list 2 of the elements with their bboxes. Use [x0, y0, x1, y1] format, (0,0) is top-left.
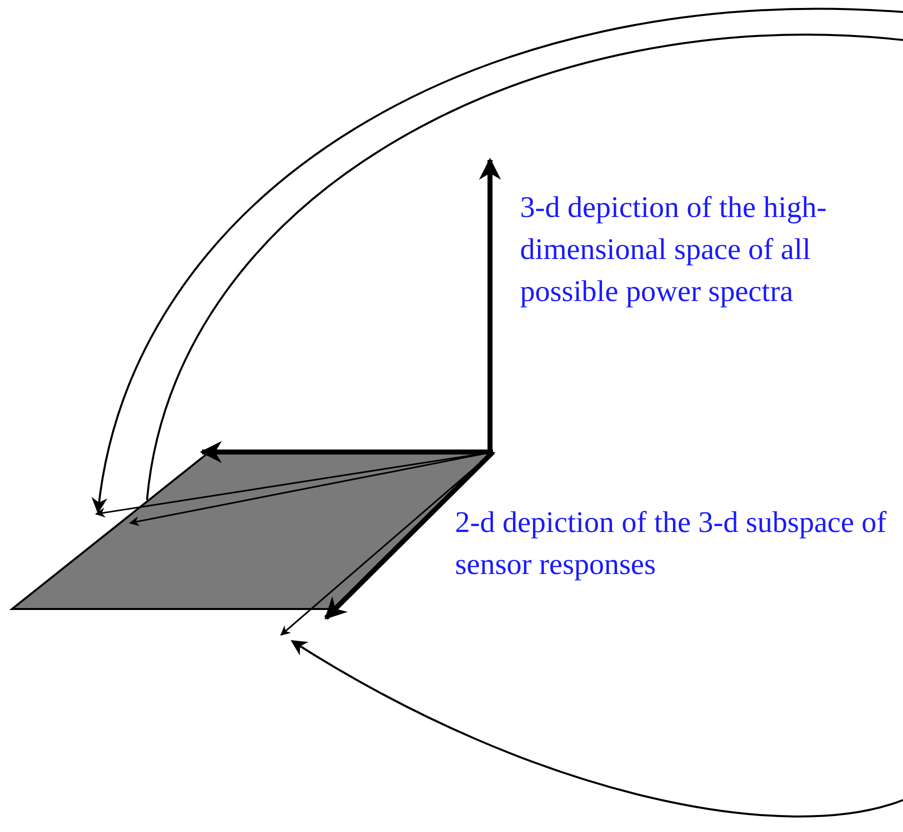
caption-text: 3-d depiction of the high-dimensional space of all possible power spectra — [520, 190, 828, 310]
caption-text: 2-d depiction of the 3-d subspace of sensor responses — [455, 505, 888, 583]
